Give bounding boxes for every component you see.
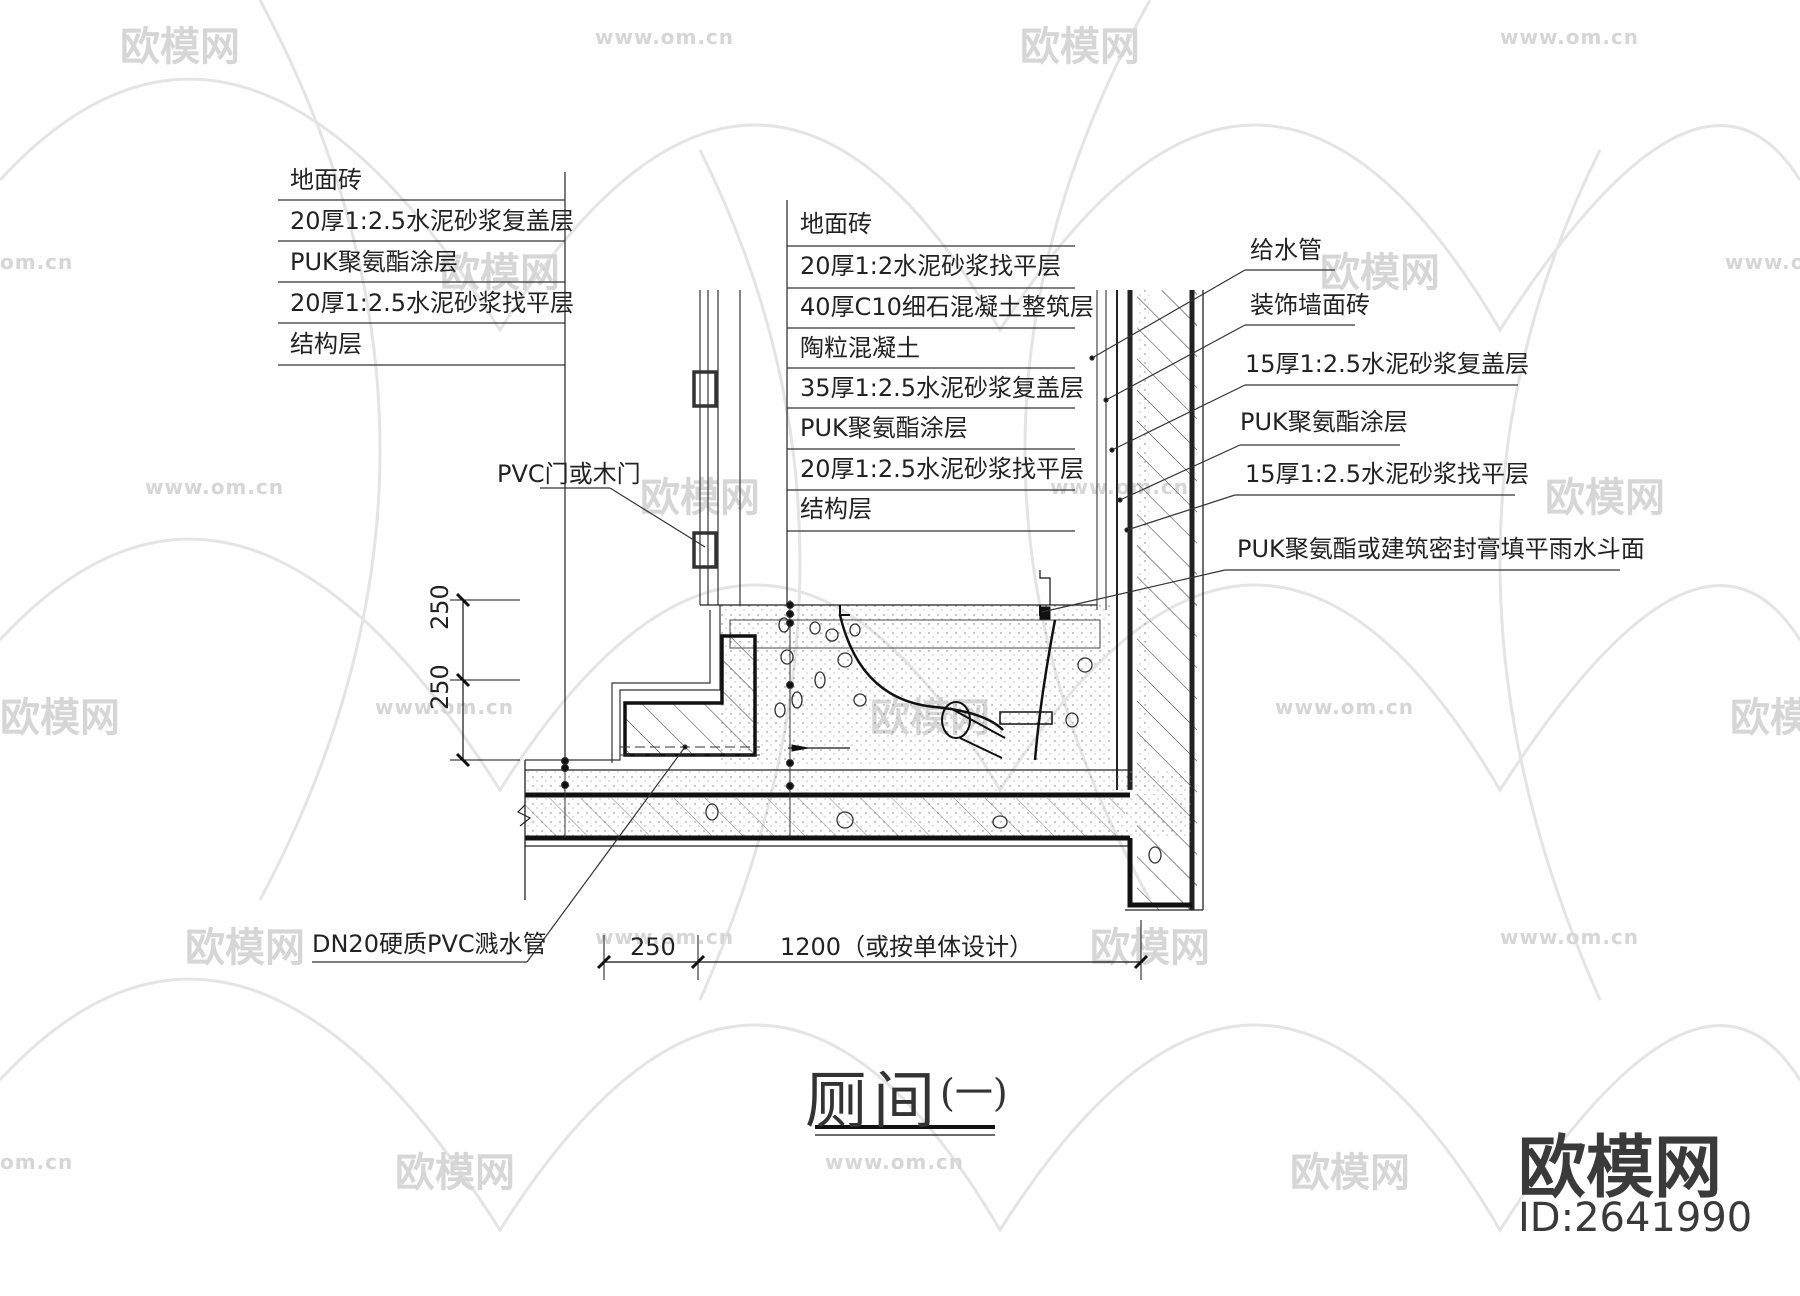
- watermark-brand: 欧模网: [1090, 925, 1210, 971]
- door-frame: [692, 290, 741, 605]
- left-layer-table: [278, 172, 566, 760]
- watermark-url: www.om.cn: [825, 1150, 965, 1174]
- drawing-title-suffix: (一): [940, 1071, 1008, 1115]
- sunken-fill: [525, 604, 1110, 765]
- leader-lines: [312, 269, 1620, 963]
- watermark-url: www.om.cn: [1275, 695, 1415, 719]
- right-layer-label: 15厚1:2.5水泥砂浆复盖层: [1245, 350, 1530, 378]
- dimension-lines: [450, 592, 1149, 980]
- watermark-brand: 欧模网: [395, 1150, 515, 1196]
- center-layer-label: 20厚1:2.5水泥砂浆找平层: [800, 455, 1085, 483]
- center-layer-label: 35厚1:2.5水泥砂浆复盖层: [800, 374, 1085, 402]
- center-layer-label: 20厚1:2水泥砂浆找平层: [800, 252, 1062, 280]
- center-layer-label: PUK聚氨酯涂层: [800, 414, 968, 442]
- watermark-brand: 欧模网: [1290, 1150, 1410, 1196]
- watermark-url: www.om.cn: [595, 925, 735, 949]
- center-layer-label: 40厚C10细石混凝土整筑层: [800, 293, 1094, 321]
- left-layer-label: PUK聚氨酯涂层: [290, 248, 458, 276]
- watermark-brand: 欧模网: [0, 695, 120, 741]
- floor-slab: [516, 760, 1203, 911]
- dimension-vertical-upper: 250: [426, 584, 454, 630]
- brand-logo: 欧模网: [1518, 1129, 1723, 1208]
- watermark-url: www.om.cn: [595, 25, 735, 49]
- toilet-trap: [788, 570, 1057, 761]
- dimension-horizontal-250: 250: [630, 933, 676, 961]
- left-layer-label: 20厚1:2.5水泥砂浆找平层: [290, 289, 575, 317]
- door-label: PVC门或木门: [497, 460, 641, 488]
- right-layer-label: 装饰墙面砖: [1250, 291, 1370, 319]
- watermark-url: www.om.cn: [375, 695, 515, 719]
- left-layer-label: 20厚1:2.5水泥砂浆复盖层: [290, 207, 575, 235]
- center-layer-label: 陶粒混凝土: [800, 334, 920, 362]
- center-layer-table: [786, 200, 1075, 605]
- watermark-url: www.om.cn: [1500, 25, 1640, 49]
- center-layer-label: 地面砖: [800, 210, 872, 238]
- right-layer-label: 给水管: [1250, 236, 1322, 264]
- left-layer-label: 地面砖: [290, 166, 362, 194]
- watermark-brand: 欧模网: [1730, 695, 1800, 741]
- dimension-horizontal-1200: 1200（或按单体设计）: [780, 933, 1034, 961]
- right-layer-label: PUK聚氨酯或建筑密封膏填平雨水斗面: [1237, 535, 1645, 563]
- watermark-url: om.cn: [0, 1150, 74, 1174]
- center-layer-label: 结构层: [800, 495, 872, 523]
- watermark-brand: 欧模网: [185, 925, 305, 971]
- watermark-url: www.om.cn: [145, 475, 285, 499]
- watermark-url: www.om.cn: [1725, 250, 1800, 274]
- aggregate: [705, 617, 1162, 864]
- drawing-title: 厕间: [805, 1064, 942, 1137]
- pipe-label: DN20硬质PVC溅水管: [312, 930, 547, 958]
- dimension-vertical-lower: 250: [426, 664, 454, 710]
- right-layer-label: PUK聚氨酯涂层: [1240, 408, 1408, 436]
- watermark-url: www.om.cn: [1500, 925, 1640, 949]
- watermark-url: om.cn: [0, 250, 74, 274]
- right-layer-label: 15厚1:2.5水泥砂浆找平层: [1245, 460, 1530, 488]
- axis-lines: [561, 600, 794, 838]
- watermark-brand: 欧模网: [1545, 475, 1665, 521]
- watermark-brand: 欧模网: [120, 24, 240, 70]
- watermark-brand: 欧模网: [1020, 24, 1140, 70]
- brand-id: ID:2641990: [1518, 1195, 1753, 1241]
- left-layer-label: 结构层: [290, 330, 362, 358]
- watermark-brand: 欧模网: [1320, 250, 1440, 296]
- watermark-brand: 欧模网: [440, 250, 560, 296]
